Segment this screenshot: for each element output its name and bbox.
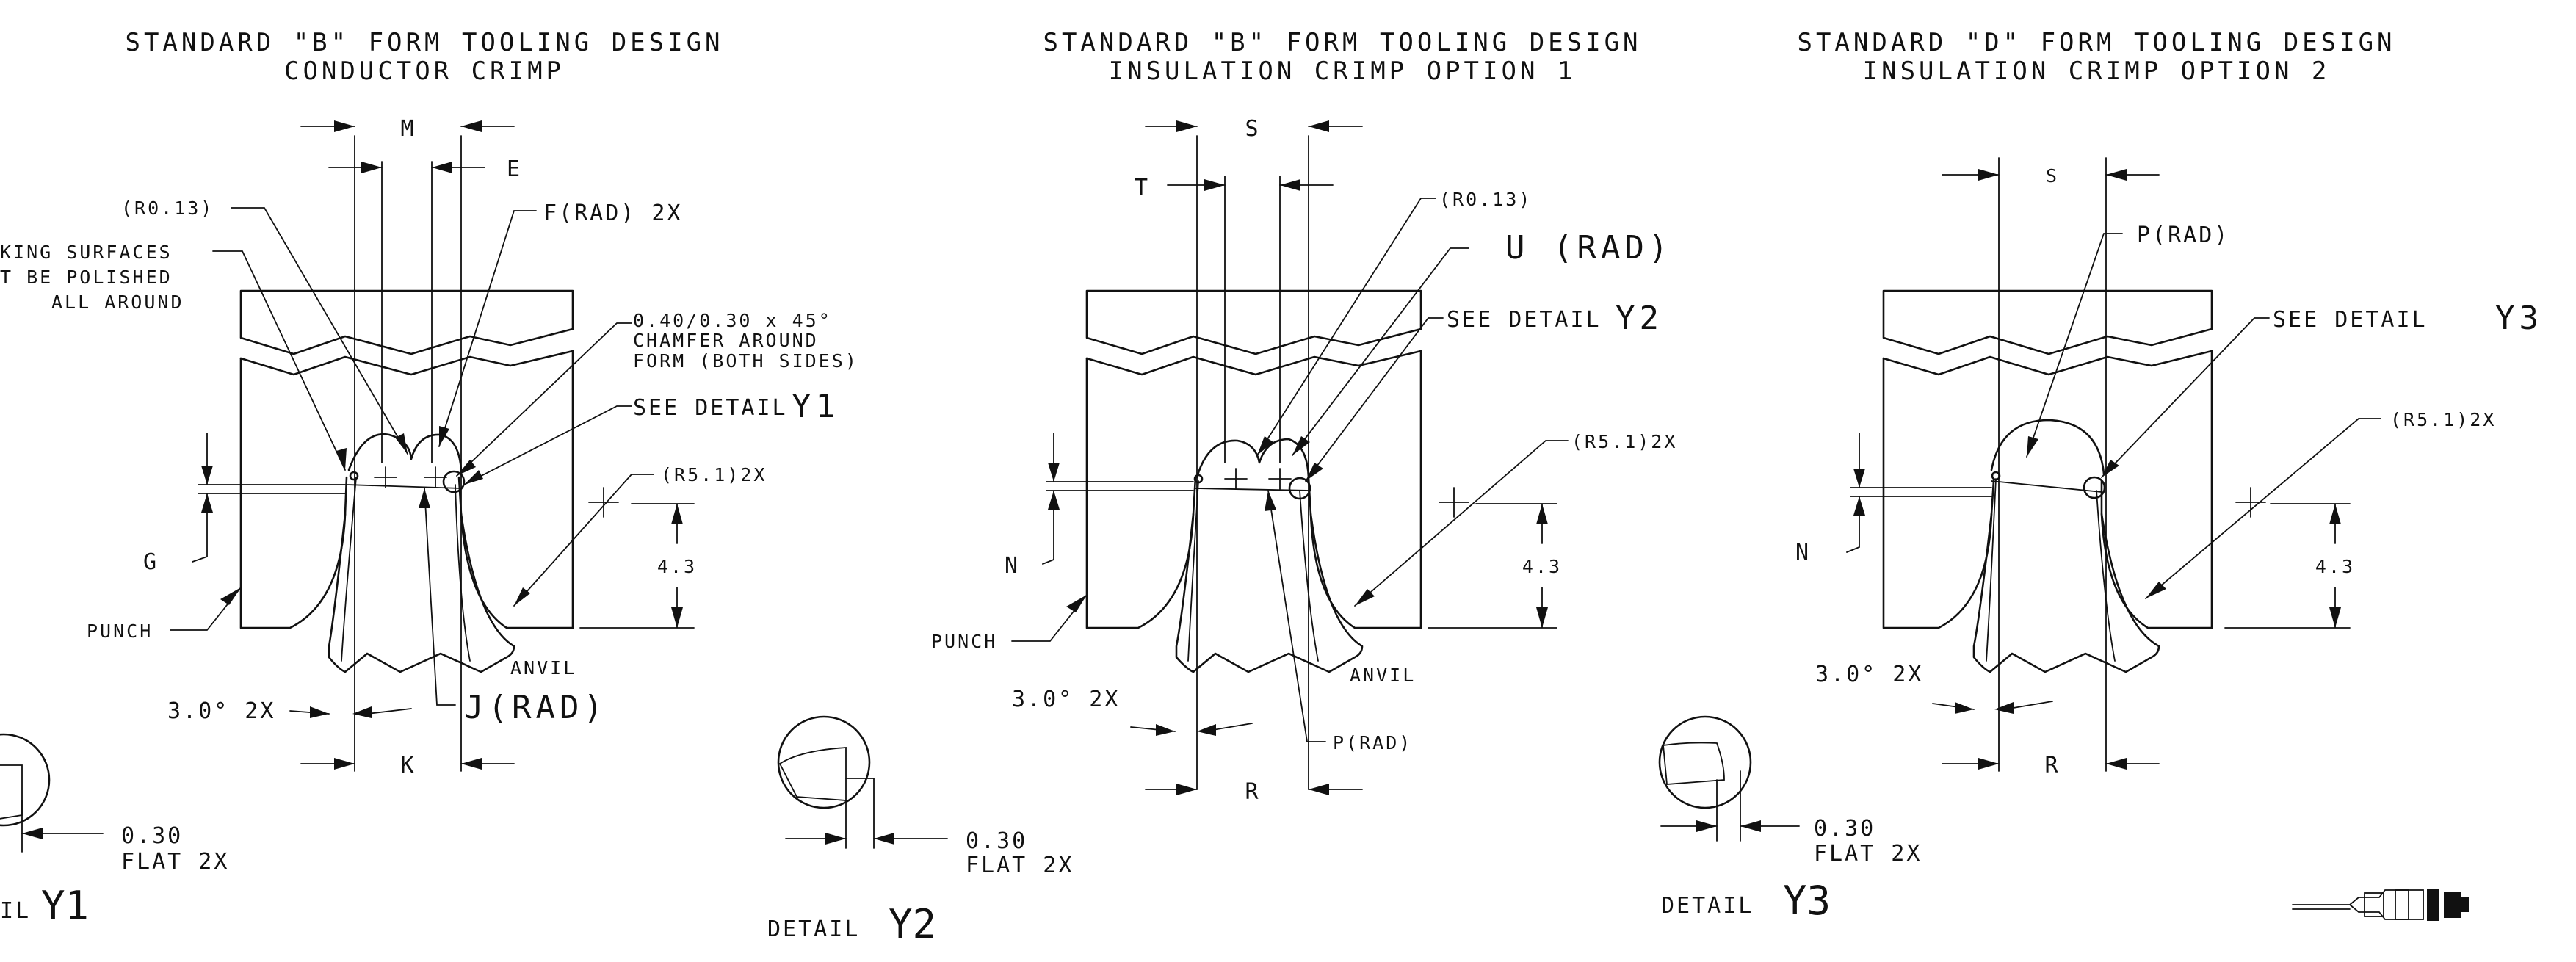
detail-y1-circle (0, 733, 51, 827)
label-R51-v3: (R5.1)2X (2390, 409, 2496, 430)
view-insulation-crimp-1: STANDARD "B" FORM TOOLING DESIGN INSULAT… (767, 28, 1677, 947)
label-see-detail-y1: SEE DETAIL (633, 395, 788, 421)
view1-form-lobes (347, 433, 463, 471)
note-working-surfaces-2: T BE POLISHED (0, 267, 173, 288)
label-J-rad: J(RAD) (464, 689, 607, 726)
label-angle-v2: 3.0° 2X (1012, 687, 1120, 712)
detail-y1-flat-text: FLAT 2X (121, 849, 229, 875)
label-see-detail-y1-id: Y1 (792, 388, 839, 425)
view2-title-line2: INSULATION CRIMP OPTION 1 (1109, 57, 1577, 86)
view-conductor-crimp: STANDARD "B" FORM TOOLING DESIGN CONDUCT… (0, 28, 858, 929)
detail-y1-caption-id: Y1 (41, 883, 89, 929)
dim-M: M (400, 116, 416, 142)
detail-y2-circle (777, 715, 871, 809)
label-R013: (R0.13) (121, 198, 214, 219)
detail-y2-caption-word: DETAIL (767, 916, 860, 942)
view2-anvil (1175, 513, 1364, 673)
label-R51: (R5.1)2X (661, 464, 767, 485)
label-see-detail-y2-id: Y2 (1616, 300, 1663, 337)
detail-y1-flat-value: 0.30 (121, 823, 183, 849)
label-anvil-v2: ANVIL (1350, 665, 1416, 686)
label-anvil: ANVIL (510, 657, 576, 679)
view2-title-line1: STANDARD "B" FORM TOOLING DESIGN (1043, 28, 1641, 57)
label-punch-v2: PUNCH (931, 631, 997, 652)
note-chamfer-2: CHAMFER AROUND (633, 330, 819, 351)
dim-K: K (400, 753, 416, 778)
detail-y2-flat-text: FLAT 2X (966, 853, 1074, 878)
detail-y3-flat-value: 0.30 (1814, 816, 1875, 842)
detail-y3-caption-word: DETAIL (1661, 893, 1754, 919)
detail-y2-caption-id: Y2 (889, 901, 936, 947)
dim-S-v3: S (2046, 165, 2059, 187)
label-punch: PUNCH (87, 621, 153, 642)
detail-y2-flat-value: 0.30 (966, 828, 1027, 854)
dim-4-3: 4.3 (657, 556, 697, 577)
dim-T: T (1135, 175, 1150, 200)
view2-form-lobes (1195, 438, 1310, 479)
crimp-terminal-icon (2292, 889, 2469, 921)
label-R013-v2: (R0.13) (1439, 189, 1532, 210)
view3-anvil (1972, 513, 2160, 673)
dim-E: E (507, 156, 522, 182)
view2-punch-top (1085, 289, 1422, 355)
label-see-detail-y3: SEE DETAIL (2273, 307, 2428, 333)
dim-R-v3: R (2044, 753, 2060, 778)
view3-form-arch (1990, 419, 2105, 475)
view3-punch-top (1882, 289, 2213, 355)
view3-title-line1: STANDARD "D" FORM TOOLING DESIGN (1797, 28, 2395, 57)
label-P-rad-v2: P(RAD) (1333, 732, 1412, 753)
label-angle: 3.0° 2X (167, 698, 275, 724)
view2-punch-left (1085, 357, 1197, 629)
view1-title-line1: STANDARD "B" FORM TOOLING DESIGN (125, 28, 723, 57)
dim-N-v3: N (1795, 540, 1811, 565)
note-chamfer-1: 0.40/0.30 x 45° (633, 310, 832, 331)
view3-detail-circle (2083, 476, 2106, 499)
label-P-rad-v3: P(RAD) (2137, 223, 2229, 248)
label-F-rad: F(RAD) 2X (543, 200, 683, 226)
view1-title-line2: CONDUCTOR CRIMP (284, 57, 565, 86)
dim-G: G (143, 549, 159, 575)
dim-S: S (1245, 116, 1260, 142)
note-working-surfaces-3: ALL AROUND (51, 292, 184, 313)
label-U-rad: U (RAD) (1505, 229, 1672, 267)
view3-punch-left (1882, 357, 1995, 629)
detail-y3-flat-text: FLAT 2X (1814, 841, 1922, 867)
detail-y3-circle (1658, 715, 1752, 809)
dim-4-3-v3: 4.3 (2315, 556, 2355, 577)
view1-anvil (328, 513, 515, 673)
dim-4-3-v2: 4.3 (1522, 556, 1562, 577)
dim-R-v2: R (1245, 779, 1260, 805)
label-R51-v2: (R5.1)2X (1571, 431, 1677, 452)
view1-detail-circle (442, 470, 466, 493)
view-insulation-crimp-2: STANDARD "D" FORM TOOLING DESIGN INSULAT… (1658, 28, 2543, 924)
view2-punch-right (1085, 350, 1422, 629)
label-angle-v3: 3.0° 2X (1815, 662, 1923, 687)
detail-y3-caption-id: Y3 (1783, 878, 1831, 924)
detail-y1-caption-word: IL (0, 898, 31, 924)
label-see-detail-y2: SEE DETAIL (1447, 307, 1602, 333)
view1-punch-right (239, 350, 574, 629)
view1-punch-top (239, 289, 574, 355)
note-chamfer-3: FORM (BOTH SIDES) (633, 350, 858, 372)
dim-N: N (1005, 553, 1020, 579)
view3-title-line2: INSULATION CRIMP OPTION 2 (1863, 57, 2331, 86)
note-working-surfaces-1: KING SURFACES (0, 242, 173, 263)
label-see-detail-y3-id: Y3 (2495, 300, 2543, 337)
